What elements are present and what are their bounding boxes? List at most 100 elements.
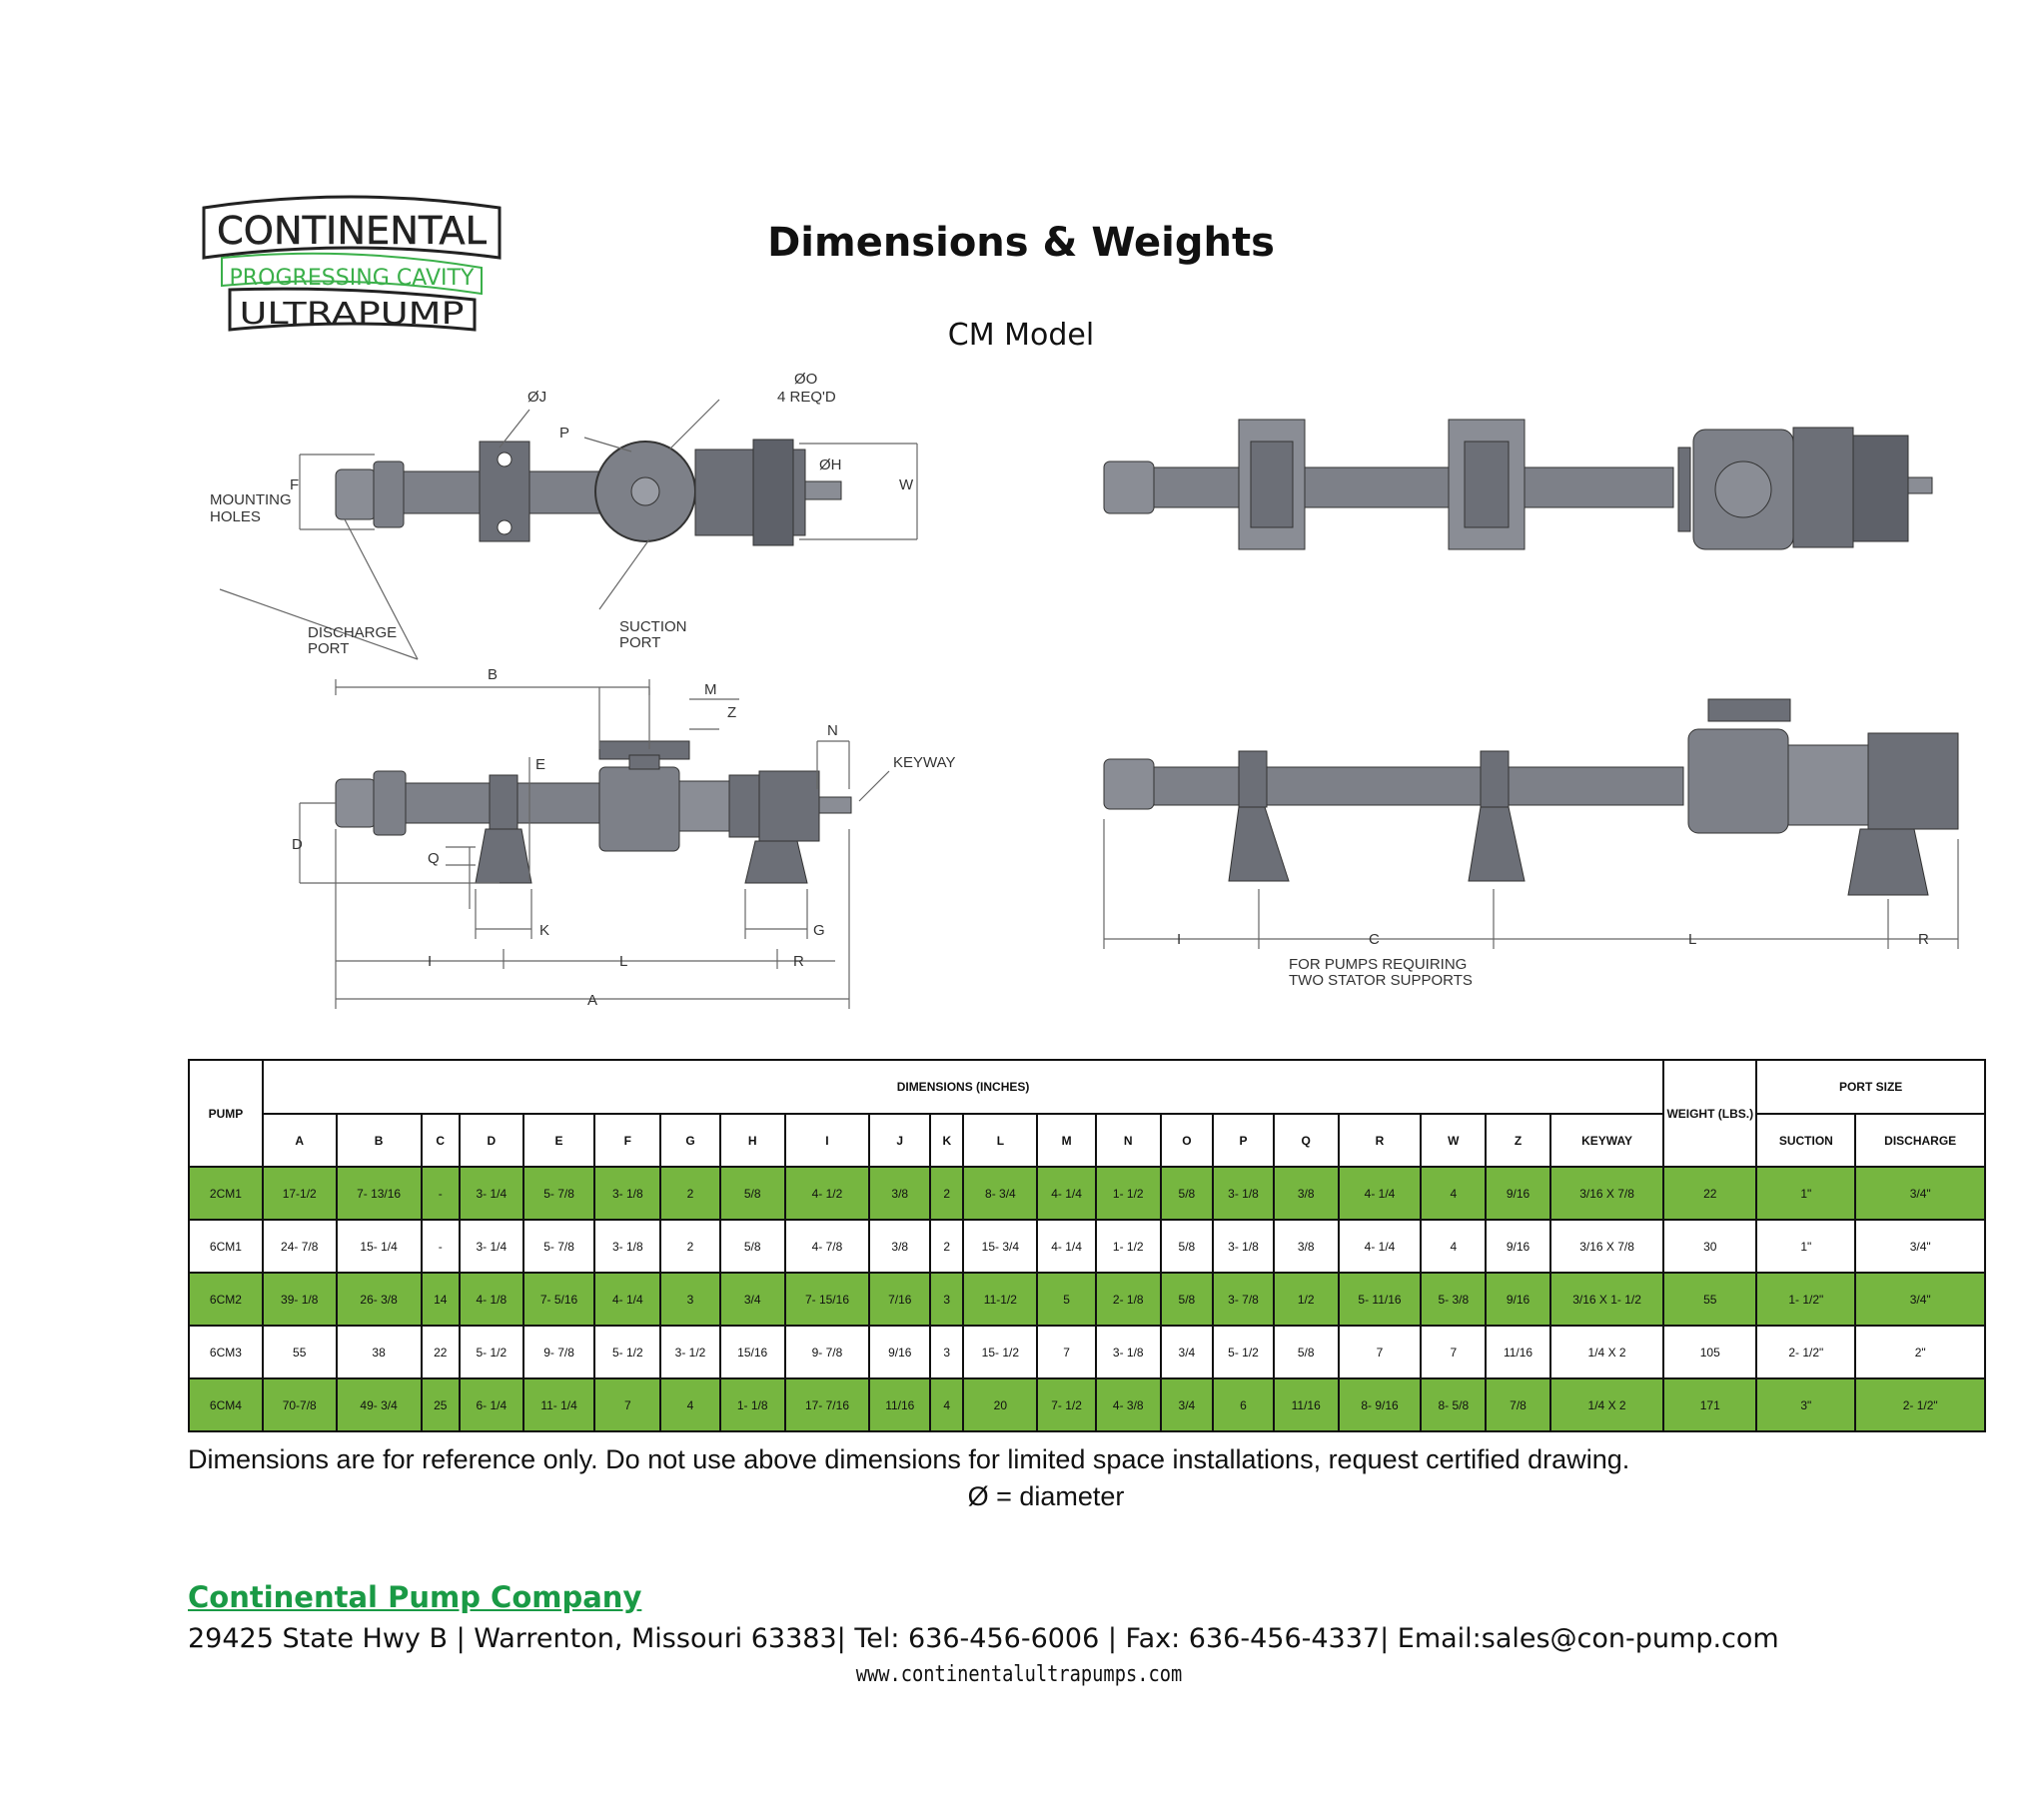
dimension-cell: 5- 1/2 (593, 1325, 662, 1379)
dimension-cell: 4- 1/4 (1337, 1219, 1423, 1274)
dimension-cell: 4- 1/2 (783, 1166, 871, 1221)
dimension-cell: 3/16 X 7/8 (1548, 1166, 1665, 1221)
pump-header: PUMP (188, 1059, 264, 1168)
dim-column-header: D (458, 1113, 524, 1168)
discharge-cell: 2- 1/2" (1854, 1377, 1986, 1432)
dimensions-table-wrapper: PUMP DIMENSIONS (INCHES) WEIGHT (LBS.) P… (188, 1059, 1986, 1432)
suction-cell: 1- 1/2" (1755, 1272, 1857, 1327)
dimension-drawing-left: ØJ ØO 4 REQ'D P ØH W F MOUNTING HOLES DI… (210, 371, 956, 1009)
dimension-cell: 3- 1/8 (593, 1219, 662, 1274)
dimension-cell: 4- 3/8 (1094, 1377, 1162, 1432)
dimension-cell: 15- 1/4 (335, 1219, 423, 1274)
dimension-cell: 20 (962, 1377, 1039, 1432)
dimension-cell: 2 (929, 1166, 965, 1221)
dimension-cell: 4- 7/8 (783, 1219, 871, 1274)
label-l-right: L (1688, 931, 1696, 948)
dimension-cell: 4 (929, 1377, 965, 1432)
dimension-cell: 3/8 (1272, 1166, 1340, 1221)
dimension-cell: 7- 1/2 (1036, 1377, 1097, 1432)
reference-note: Dimensions are for reference only. Do no… (188, 1444, 1630, 1474)
label-i-right: I (1177, 931, 1181, 948)
dimension-cell: 11- 1/4 (521, 1377, 596, 1432)
dimension-cell: 2 (659, 1166, 721, 1221)
weight-cell: 30 (1662, 1219, 1758, 1274)
port-size-header: PORT SIZE (1755, 1059, 1986, 1115)
suction-cell: 3" (1755, 1377, 1857, 1432)
dimension-cell: 3- 1/4 (458, 1166, 524, 1221)
label-z: Z (727, 704, 736, 721)
label-mounting: MOUNTING (210, 491, 292, 508)
dimension-cell: 8- 9/16 (1337, 1377, 1423, 1432)
dimension-cell: 11/16 (1272, 1377, 1340, 1432)
dim-column-header: Z (1485, 1113, 1551, 1168)
label-k: K (539, 922, 549, 939)
dimension-cell: 3- 1/8 (1212, 1219, 1275, 1274)
label-dia-o: ØO (794, 371, 817, 388)
dimension-cell: 4- 1/4 (1036, 1166, 1097, 1221)
dimension-cell: 7- 13/16 (335, 1166, 423, 1221)
dimension-cell: 5- 3/8 (1420, 1272, 1488, 1327)
dimension-cell: 7- 15/16 (783, 1272, 871, 1327)
dimension-cell: 6 (1212, 1377, 1275, 1432)
label-g: G (813, 922, 825, 939)
dimension-cell: 7 (593, 1377, 662, 1432)
dimensions-header: DIMENSIONS (INCHES) (261, 1059, 1665, 1115)
dimension-drawing-right: I C L R FOR PUMPS REQUIRING TWO STATOR S… (1103, 419, 1959, 989)
dimension-cell: 3- 1/8 (1094, 1325, 1162, 1379)
dimension-cell: 9- 7/8 (783, 1325, 871, 1379)
suction-cell: 1" (1755, 1166, 1857, 1221)
dim-column-header: B (335, 1113, 423, 1168)
company-website[interactable]: www.continentalultrapumps.com (855, 1662, 1183, 1687)
dimension-cell: 3/4 (1159, 1377, 1215, 1432)
dimension-cell: 3- 1/2 (659, 1325, 721, 1379)
dim-column-header: F (593, 1113, 662, 1168)
dimension-cell: 1- 1/2 (1094, 1219, 1162, 1274)
dimension-cell: 4- 1/4 (593, 1272, 662, 1327)
suction-cell: 2- 1/2" (1755, 1325, 1857, 1379)
label-two-stator-2: TWO STATOR SUPPORTS (1289, 972, 1473, 989)
label-suction: SUCTION (619, 618, 687, 635)
dim-column-header: C (420, 1113, 461, 1168)
label-dia-j: ØJ (527, 389, 546, 406)
dimension-cell: 3- 1/8 (1212, 1166, 1275, 1221)
pump-cell: 6CM2 (188, 1272, 264, 1327)
company-link[interactable]: Continental Pump Company (188, 1580, 642, 1614)
dimension-cell: 38 (335, 1325, 423, 1379)
dimension-cell: 11/16 (1485, 1325, 1551, 1379)
dim-column-header: A (261, 1113, 338, 1168)
dimension-cell: 9- 7/8 (521, 1325, 596, 1379)
dimension-cell: 5/8 (718, 1166, 786, 1221)
page-title: Dimensions & Weights (767, 220, 1275, 266)
label-dia-h: ØH (819, 456, 842, 473)
discharge-cell: 3/4" (1854, 1219, 1986, 1274)
dimension-cell: 17-1/2 (261, 1166, 338, 1221)
dimension-cell: 3/4 (1159, 1325, 1215, 1379)
label-discharge: DISCHARGE (308, 624, 397, 641)
dimension-cell: 3/16 X 7/8 (1548, 1219, 1665, 1274)
dimension-cell: 3- 1/8 (593, 1166, 662, 1221)
dimension-cell: 2 (929, 1219, 965, 1274)
dimension-cell: 7 (1036, 1325, 1097, 1379)
label-p: P (559, 425, 569, 442)
dimension-cell: 9/16 (1485, 1272, 1551, 1327)
label-two-stator-1: FOR PUMPS REQUIRING (1289, 956, 1467, 973)
dimension-cell: 22 (420, 1325, 461, 1379)
label-o-req: 4 REQ'D (777, 389, 836, 406)
dimension-cell: 70-7/8 (261, 1377, 338, 1432)
pump-cell: 2CM1 (188, 1166, 264, 1221)
label-w: W (899, 476, 914, 493)
dim-column-header: Q (1272, 1113, 1340, 1168)
dimension-cell: 2- 1/8 (1094, 1272, 1162, 1327)
dimension-cell: 5/8 (1159, 1219, 1215, 1274)
dimension-cell: 4- 1/4 (1337, 1166, 1423, 1221)
dim-column-header: P (1212, 1113, 1275, 1168)
logo-line2: PROGRESSING CAVITY (230, 266, 476, 291)
dim-column-header: H (718, 1113, 786, 1168)
dimension-cell: 7/16 (868, 1272, 932, 1327)
dim-column-header: E (521, 1113, 596, 1168)
dim-column-header: J (868, 1113, 932, 1168)
label-suction-port: PORT (619, 634, 660, 651)
